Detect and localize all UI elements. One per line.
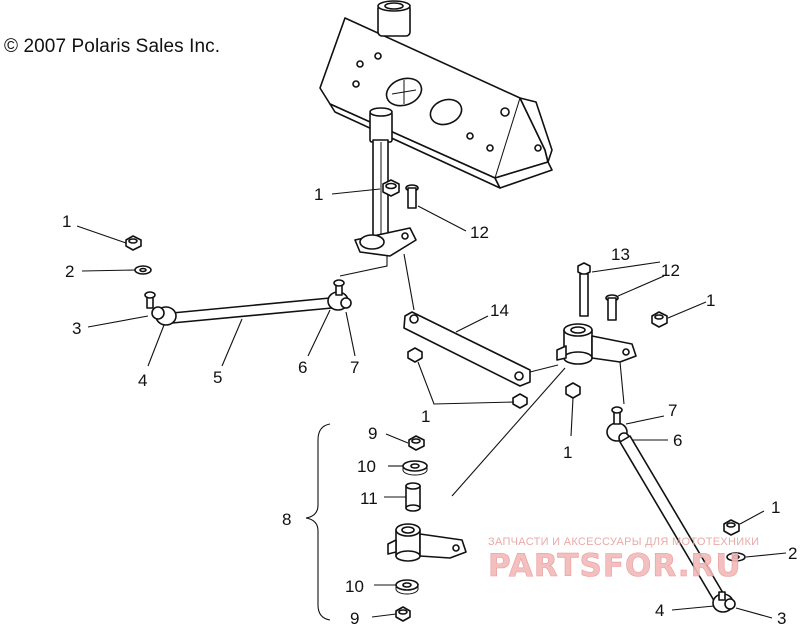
idler-nut-bottom [395, 606, 411, 622]
tie-rod-right [606, 406, 736, 613]
callout-9-bottom: 9 [350, 609, 359, 628]
callout-2-bottom-right: 2 [788, 544, 797, 563]
nut-right [651, 311, 668, 328]
steering-shaft [369, 107, 393, 241]
pivot-arm-right [556, 323, 637, 365]
callout-12-top: 12 [470, 223, 489, 242]
idler-nut-top [408, 435, 425, 451]
frame-cross-member [319, 0, 553, 189]
drag-link [403, 311, 531, 387]
tie-rod-left [144, 279, 352, 326]
callout-7-left: 7 [350, 358, 359, 377]
callout-11: 11 [360, 489, 378, 508]
bolt-13 [577, 262, 591, 317]
callout-3-bottom-right: 3 [777, 609, 786, 628]
nut-left [125, 235, 142, 251]
washer-bottom-right [726, 552, 746, 562]
callout-8: 8 [282, 510, 291, 529]
callout-1-top: 1 [314, 185, 323, 204]
nut-top [382, 179, 400, 197]
callout-4-left: 4 [138, 371, 147, 390]
callout-14: 14 [490, 301, 509, 320]
nut-bottom-right [723, 519, 740, 536]
callout-6-left: 6 [298, 358, 307, 377]
leader-lines [76, 188, 787, 619]
callout-labels: 1 12 1 2 3 4 5 6 7 14 13 12 1 1 1 7 6 9 … [62, 185, 797, 628]
callout-13: 13 [611, 245, 630, 264]
nut-drag-link-top [407, 347, 423, 363]
callout-1-mid: 1 [421, 407, 430, 426]
group-8-brace [305, 423, 331, 621]
washer-left [134, 265, 152, 275]
bolt-top [405, 184, 419, 209]
callout-5: 5 [213, 368, 222, 387]
copyright-notice: © 2007 Polaris Sales Inc. [4, 36, 221, 57]
nut-pivot-bottom [565, 382, 581, 399]
idler-washer-bottom [395, 579, 419, 595]
idler-bushing [405, 482, 421, 512]
watermark: ЗАПЧАСТИ И АКСЕССУАРЫ ДЛЯ МОТОТЕХНИКИ PA… [488, 536, 759, 584]
pitman-arm [354, 227, 417, 257]
watermark-logo: PARTSFOR.RU [488, 548, 742, 584]
callout-7-right: 7 [668, 401, 677, 420]
callout-3-left: 3 [72, 319, 81, 338]
callout-2-left: 2 [65, 262, 74, 281]
callout-10-bottom: 10 [345, 577, 364, 596]
callout-10-top: 10 [357, 457, 376, 476]
callout-1-pivot: 1 [563, 443, 572, 462]
watermark-caption: ЗАПЧАСТИ И АКСЕССУАРЫ ДЛЯ МОТОТЕХНИКИ [488, 536, 759, 548]
callout-6-right: 6 [673, 431, 682, 450]
idler-washer-top [402, 460, 428, 476]
bolt-12-right [605, 294, 619, 321]
callout-12-right: 12 [661, 261, 680, 280]
nut-drag-link-bottom [512, 393, 528, 409]
callout-1-right: 1 [706, 291, 715, 310]
callout-4-bottom-right: 4 [655, 601, 664, 620]
callout-1-left: 1 [62, 212, 71, 231]
idler-arm [387, 523, 467, 562]
callout-9-top: 9 [368, 424, 377, 443]
callout-1-bottom-right: 1 [771, 498, 780, 517]
